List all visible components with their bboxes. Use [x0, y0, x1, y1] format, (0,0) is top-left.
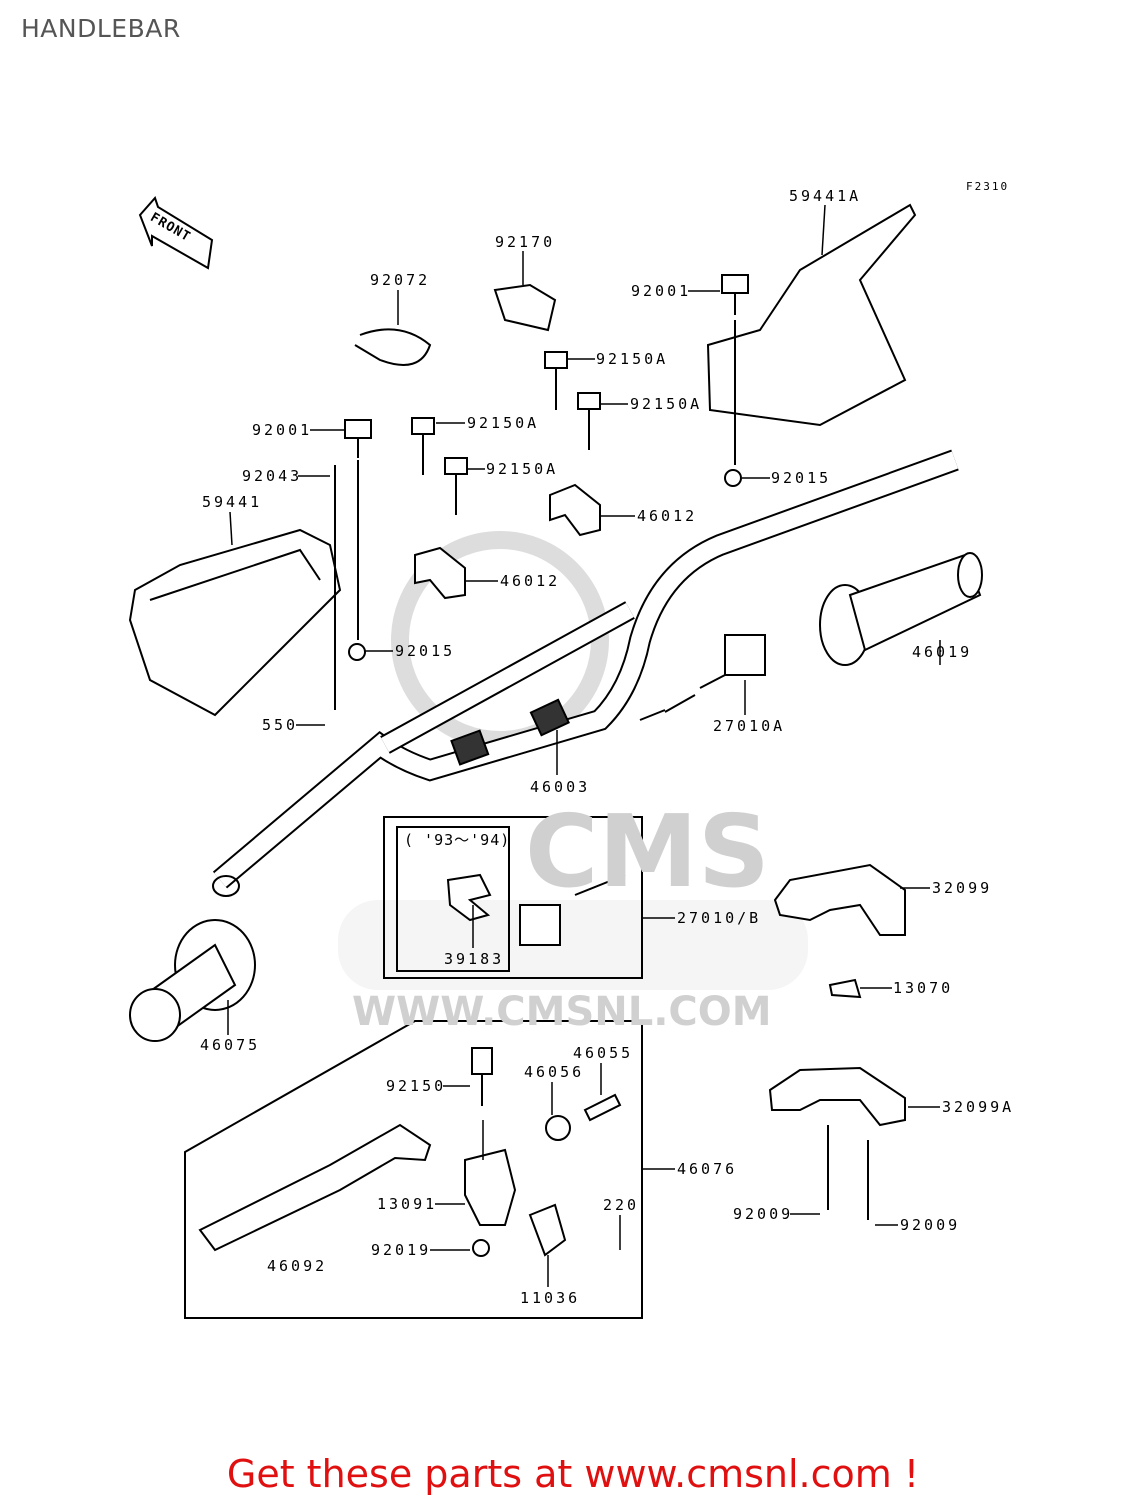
- grip-46019: [819, 552, 983, 666]
- part-label-46019: 46019: [912, 643, 973, 661]
- part-label-92019: 92019: [371, 1241, 432, 1259]
- part-label-550: 550: [262, 716, 299, 734]
- part-label-46003: 46003: [530, 778, 591, 796]
- clamp-92170: [493, 283, 557, 332]
- part-label-27010B: 27010/B: [677, 909, 762, 927]
- switch-27010A: [724, 634, 766, 676]
- variant-inner-box: [396, 826, 510, 972]
- handlebar-46003: [212, 449, 959, 897]
- part-label-46076: 46076: [677, 1160, 738, 1178]
- part-label-27010A: 27010A: [713, 717, 786, 735]
- switch-27010B: [519, 904, 561, 946]
- collar-13070: [828, 978, 862, 999]
- lever-holder-13091: [464, 1148, 517, 1226]
- part-label-32099A: 32099A: [942, 1098, 1015, 1116]
- part-label-92072: 92072: [370, 271, 431, 289]
- part-label-92015: 92015: [771, 469, 832, 487]
- part-label-39183: 39183: [444, 950, 505, 968]
- part-label-46012: 46012: [500, 572, 561, 590]
- watermark-logo: CMS: [525, 793, 770, 910]
- part-label-32099: 32099: [932, 879, 993, 897]
- housing-32099: [773, 863, 906, 936]
- watermark-badge: [338, 900, 808, 990]
- front-arrow-icon: [138, 196, 214, 270]
- hand-guard-59441A: [706, 203, 917, 427]
- part-label-92170: 92170: [495, 233, 556, 251]
- part-label-92043: 92043: [242, 467, 303, 485]
- clamp-11036: [528, 1203, 567, 1257]
- part-label-59441: 59441: [202, 493, 263, 511]
- part-label-46012: 46012: [637, 507, 698, 525]
- lever-46092: [198, 1123, 432, 1252]
- strap-92072: [354, 328, 432, 366]
- part-label-92150A: 92150A: [596, 350, 669, 368]
- part-label-13070: 13070: [893, 979, 954, 997]
- part-label-11036: 11036: [520, 1289, 581, 1307]
- clamp-39183: [446, 873, 492, 922]
- housing-32099A: [768, 1066, 906, 1127]
- clamp-46012-lower: [414, 546, 466, 600]
- part-label-59441A: 59441A: [789, 187, 862, 205]
- adjuster-46056: [545, 1115, 571, 1141]
- part-label-92150A: 92150A: [486, 460, 559, 478]
- part-label-92009: 92009: [733, 1205, 794, 1223]
- part-label-92015: 92015: [395, 642, 456, 660]
- part-label-46092: 46092: [267, 1257, 328, 1275]
- part-label-220: 220: [603, 1196, 640, 1214]
- figure-code: F2310: [966, 180, 1010, 193]
- grip-46075: [129, 919, 256, 1042]
- part-label-92001: 92001: [631, 282, 692, 300]
- adjuster-46055: [583, 1093, 622, 1122]
- part-label-46075: 46075: [200, 1036, 261, 1054]
- variant-years-label: ( '93～'94): [404, 831, 511, 849]
- hand-guard-59441: [128, 528, 342, 717]
- part-label-13091: 13091: [377, 1195, 438, 1213]
- part-label-92009: 92009: [900, 1216, 961, 1234]
- watermark-url: WWW.CMSNL.COM: [352, 989, 772, 1035]
- leader-lines: [227, 204, 941, 1287]
- part-label-46055: 46055: [573, 1044, 634, 1062]
- footer-link[interactable]: Get these parts at www.cmsnl.com !: [226, 1452, 920, 1496]
- variant-box: [383, 816, 643, 979]
- part-label-92150: 92150: [386, 1077, 447, 1095]
- part-label-92150A: 92150A: [467, 414, 540, 432]
- clamp-46012-upper: [549, 483, 601, 537]
- page-title: HANDLEBAR: [21, 14, 181, 43]
- part-label-92001: 92001: [252, 421, 313, 439]
- part-label-46056: 46056: [524, 1063, 585, 1081]
- bolts: [334, 274, 749, 1257]
- part-label-92150A: 92150A: [630, 395, 703, 413]
